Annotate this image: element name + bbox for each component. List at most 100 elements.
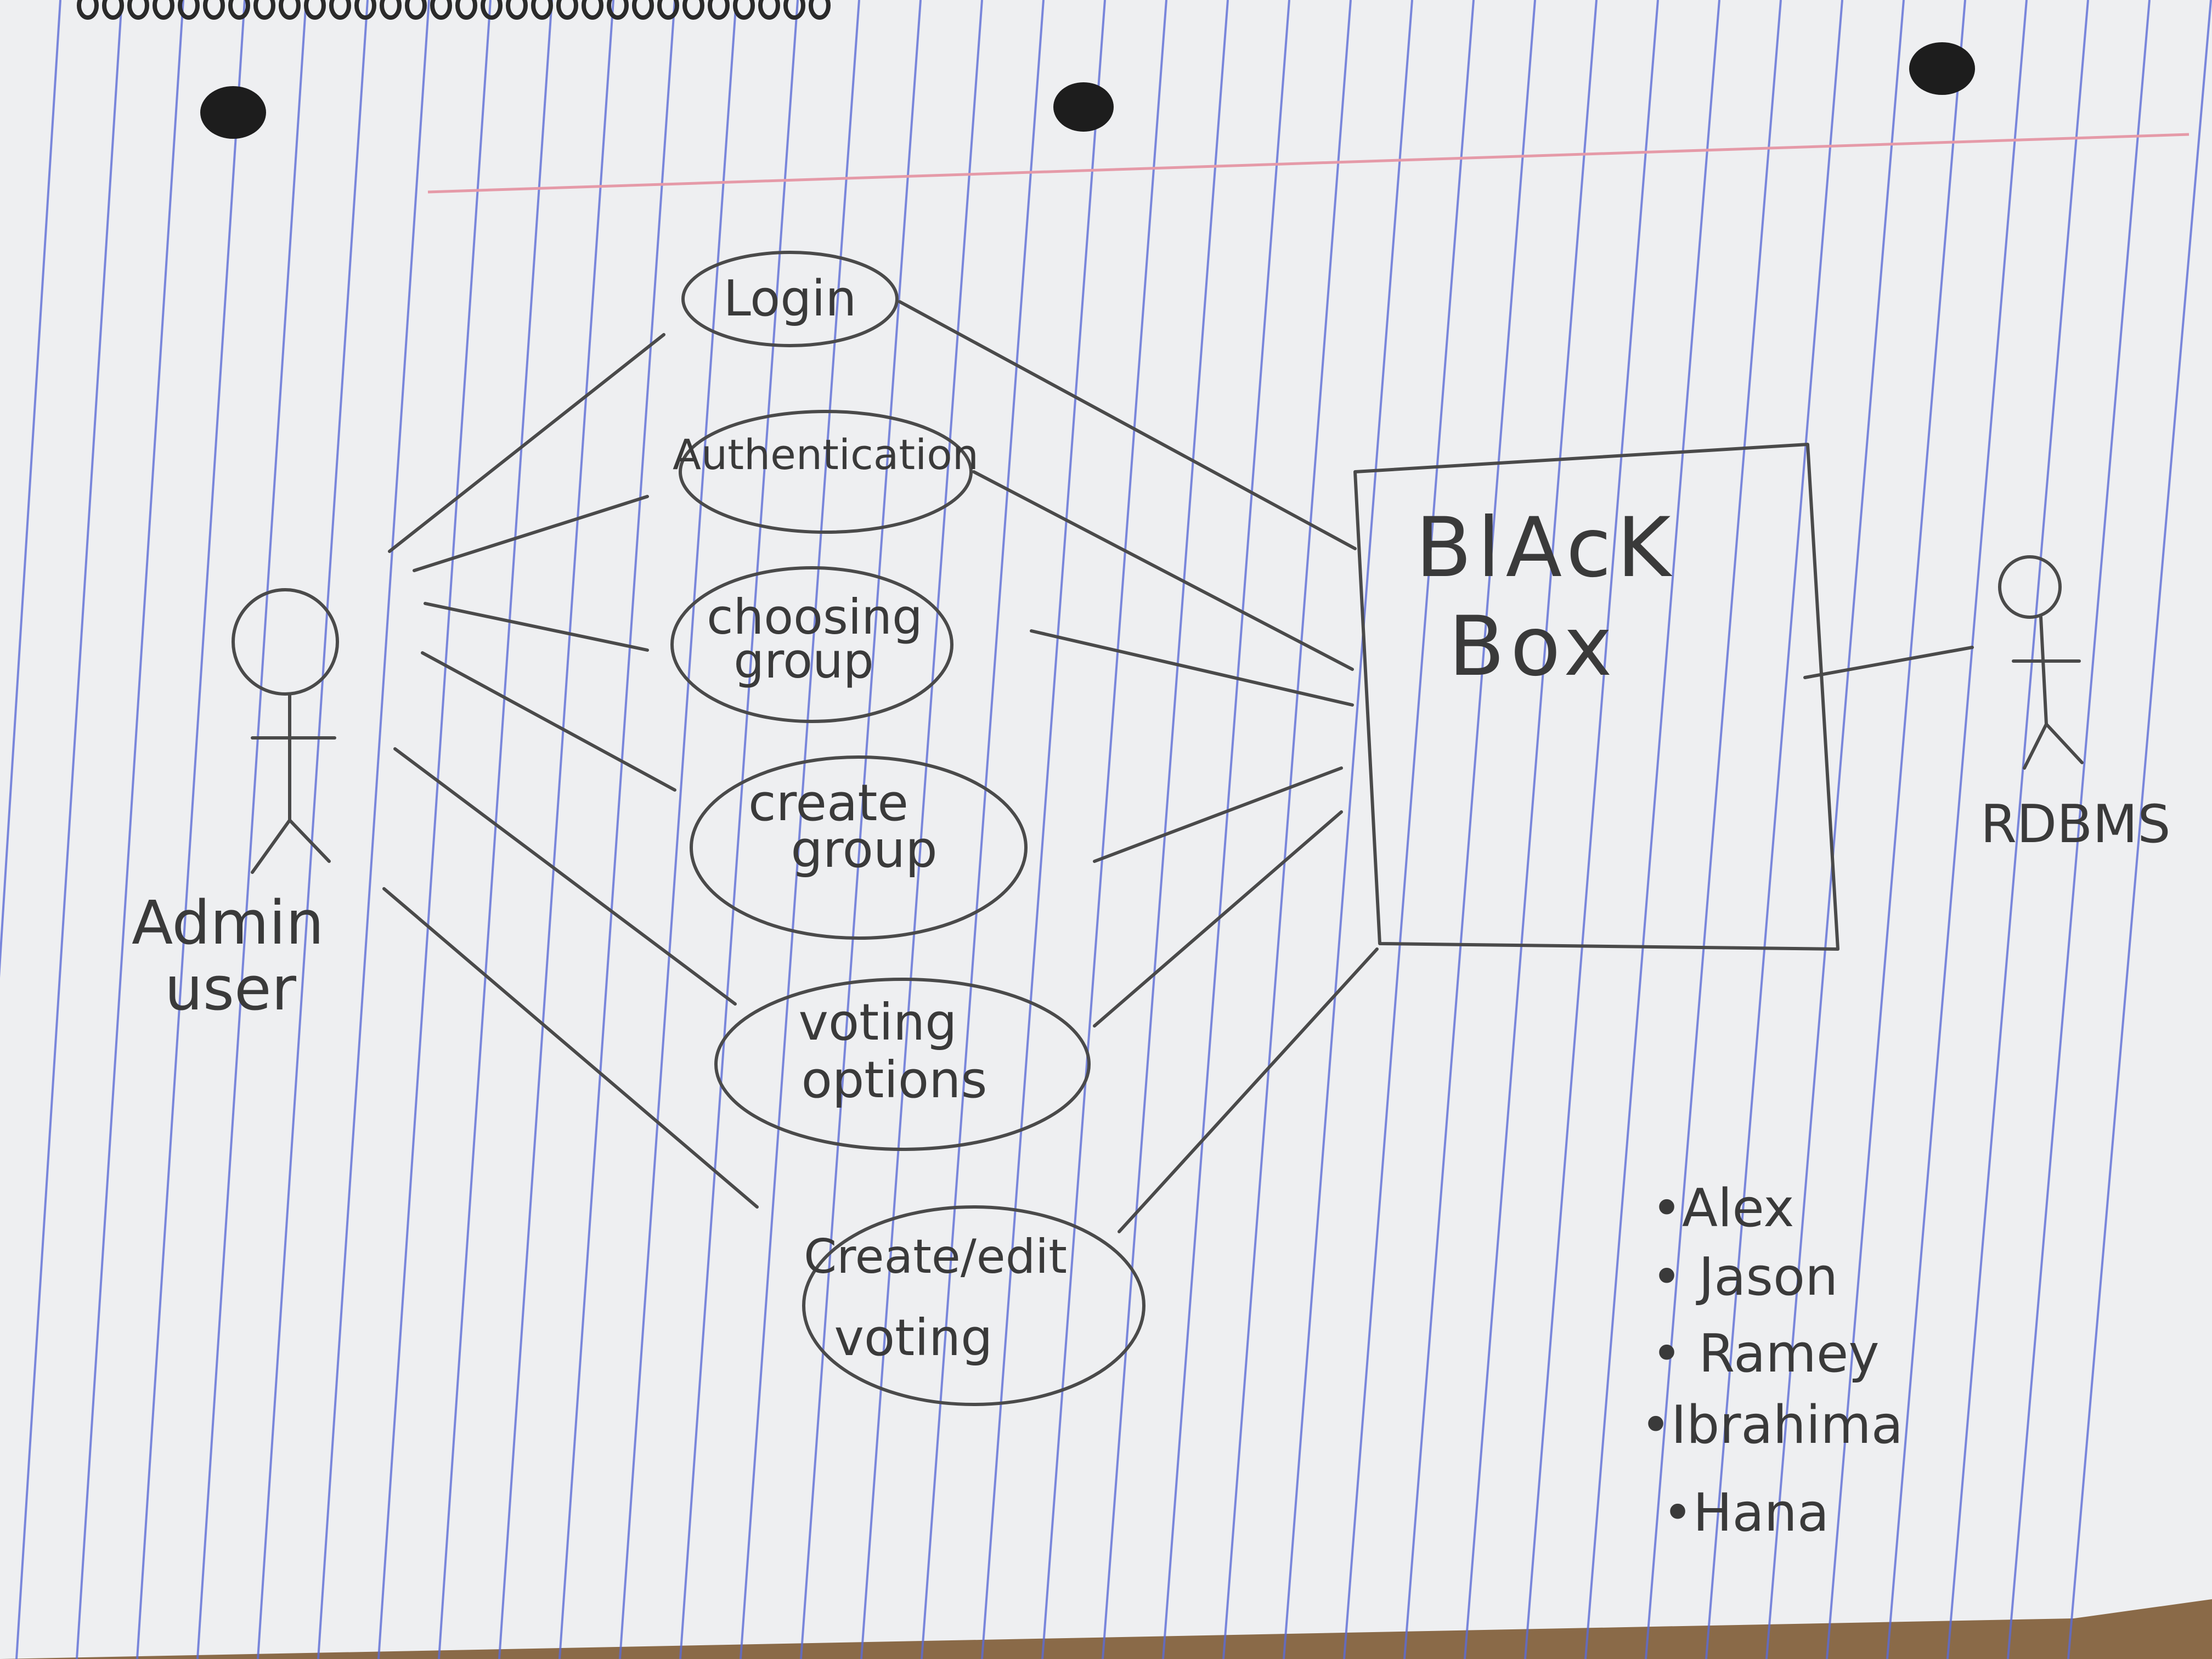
assoc-voting-options-blackbox xyxy=(1093,810,1343,1028)
ruled-line xyxy=(981,0,1106,1659)
rdbms-actor-left-leg xyxy=(2023,723,2048,770)
admin-actor-label-line1: Admin xyxy=(132,888,324,958)
assoc-authentication-blackbox xyxy=(972,470,1354,671)
spiral-coil xyxy=(430,0,452,20)
assoc-create-edit-voting-blackbox xyxy=(1118,947,1379,1233)
rdbms-actor-right-leg xyxy=(2045,723,2084,764)
use-case-create-group-label-line2: group xyxy=(791,820,937,879)
use-case-create-group-label-line1: create xyxy=(748,774,909,832)
ruled-line xyxy=(921,0,1045,1659)
ruled-line xyxy=(1705,0,1843,1659)
team-member-5: •Hana xyxy=(1662,1483,1829,1543)
punch-hole-left xyxy=(200,86,266,139)
margin-line xyxy=(427,133,2190,194)
assoc-blackbox-rdbms xyxy=(1803,646,1974,679)
spiral-coil xyxy=(708,0,730,20)
spiral-coil xyxy=(354,0,376,20)
ruled-line xyxy=(860,0,983,1659)
ruled-line xyxy=(1403,0,1536,1659)
admin-actor-label-line2: user xyxy=(165,953,297,1024)
use-case-voting-options-oval xyxy=(714,978,1091,1151)
team-member-1: •Alex xyxy=(1651,1178,1794,1239)
use-case-login-label: Login xyxy=(724,270,857,328)
ruled-line xyxy=(136,0,246,1659)
assoc-admin-create-group xyxy=(421,651,676,792)
ruled-line xyxy=(317,0,430,1659)
use-case-login-oval xyxy=(681,251,899,347)
use-case-choosing-group-label-line1: choosing xyxy=(707,589,923,645)
ruled-line xyxy=(1162,0,1290,1659)
team-member-2: • Jason xyxy=(1651,1247,1838,1307)
team-member-list: •Alex • Jason • Ramey •Ibrahima •Hana xyxy=(1640,1178,1903,1543)
use-case-choosing-group-oval xyxy=(670,566,953,723)
ruled-line xyxy=(1283,0,1413,1659)
use-case-choosing-group: choosing group xyxy=(670,566,953,723)
rdbms-actor: RDBMS xyxy=(1980,555,2171,855)
ruled-line xyxy=(196,0,307,1659)
spiral-coil xyxy=(203,0,225,20)
use-case-create-edit-voting-oval xyxy=(802,1205,1146,1406)
rdbms-actor-head xyxy=(1998,555,2062,619)
spiral-coil xyxy=(556,0,578,20)
spiral-coil xyxy=(506,0,528,20)
black-box-label-line1: BlAcK xyxy=(1415,500,1676,596)
ruled-line xyxy=(740,0,860,1659)
use-case-authentication: Authentication xyxy=(673,410,979,534)
spiral-coil xyxy=(127,0,149,20)
ruled-line xyxy=(1524,0,1659,1659)
spiral-coil xyxy=(455,0,477,20)
use-case-authentication-label: Authentication xyxy=(673,430,979,479)
spiral-coil xyxy=(481,0,503,20)
use-case-voting-options-label-line2: options xyxy=(802,1051,988,1109)
spiral-coil xyxy=(153,0,174,20)
black-box-system: BlAcK Box xyxy=(1353,443,1839,951)
spiral-coil xyxy=(102,0,124,20)
ruled-line xyxy=(0,0,61,978)
ruled-line xyxy=(800,0,922,1659)
ruled-line xyxy=(1946,0,2089,1659)
team-member-4: •Ibrahima xyxy=(1640,1395,1903,1455)
admin-actor-head xyxy=(232,588,339,696)
spiral-coil xyxy=(733,0,755,20)
use-case-voting-options: voting options xyxy=(714,978,1091,1151)
use-case-choosing-group-label-line2: group xyxy=(733,633,874,689)
spiral-coil xyxy=(178,0,200,20)
spiral-coil xyxy=(607,0,629,20)
ruled-line xyxy=(1102,0,1229,1659)
admin-associations xyxy=(382,333,759,1209)
system-associations xyxy=(898,300,1379,1233)
black-box-rectangle xyxy=(1353,443,1839,951)
assoc-admin-choosing-group xyxy=(424,602,649,652)
spiral-coil xyxy=(809,0,831,20)
rdbms-actor-body xyxy=(2039,616,2048,726)
black-box-label-line2: Box xyxy=(1448,599,1618,695)
use-case-login: Login xyxy=(681,251,899,347)
spiral-coil xyxy=(657,0,679,20)
ruled-line xyxy=(1041,0,1167,1659)
ruled-line xyxy=(377,0,492,1659)
punch-hole-right xyxy=(1909,42,1975,95)
spiral-coil xyxy=(405,0,427,20)
ruled-line xyxy=(1584,0,1720,1659)
use-case-create-edit-voting-label-line2: voting xyxy=(834,1308,992,1367)
use-case-create-edit-voting: Create/edit voting xyxy=(802,1205,1146,1406)
ruled-line xyxy=(2007,0,2151,1659)
use-case-authentication-oval xyxy=(679,410,973,534)
ruled-line xyxy=(1826,0,1966,1659)
ruled-line xyxy=(1765,0,1905,1659)
ruled-line xyxy=(76,0,184,1659)
admin-actor-right-leg xyxy=(288,819,331,863)
assoc-admin-authentication xyxy=(413,495,649,572)
spiral-coil xyxy=(253,0,275,20)
assoc-login-blackbox xyxy=(898,300,1357,550)
team-member-3: • Ramey xyxy=(1651,1324,1880,1384)
assoc-create-group-blackbox xyxy=(1093,766,1343,863)
spiral-coil xyxy=(582,0,603,20)
spiral-coil xyxy=(632,0,654,20)
ruled-line xyxy=(1222,0,1352,1659)
use-case-voting-options-label-line1: voting xyxy=(798,993,957,1052)
admin-actor-left-leg xyxy=(251,819,291,874)
